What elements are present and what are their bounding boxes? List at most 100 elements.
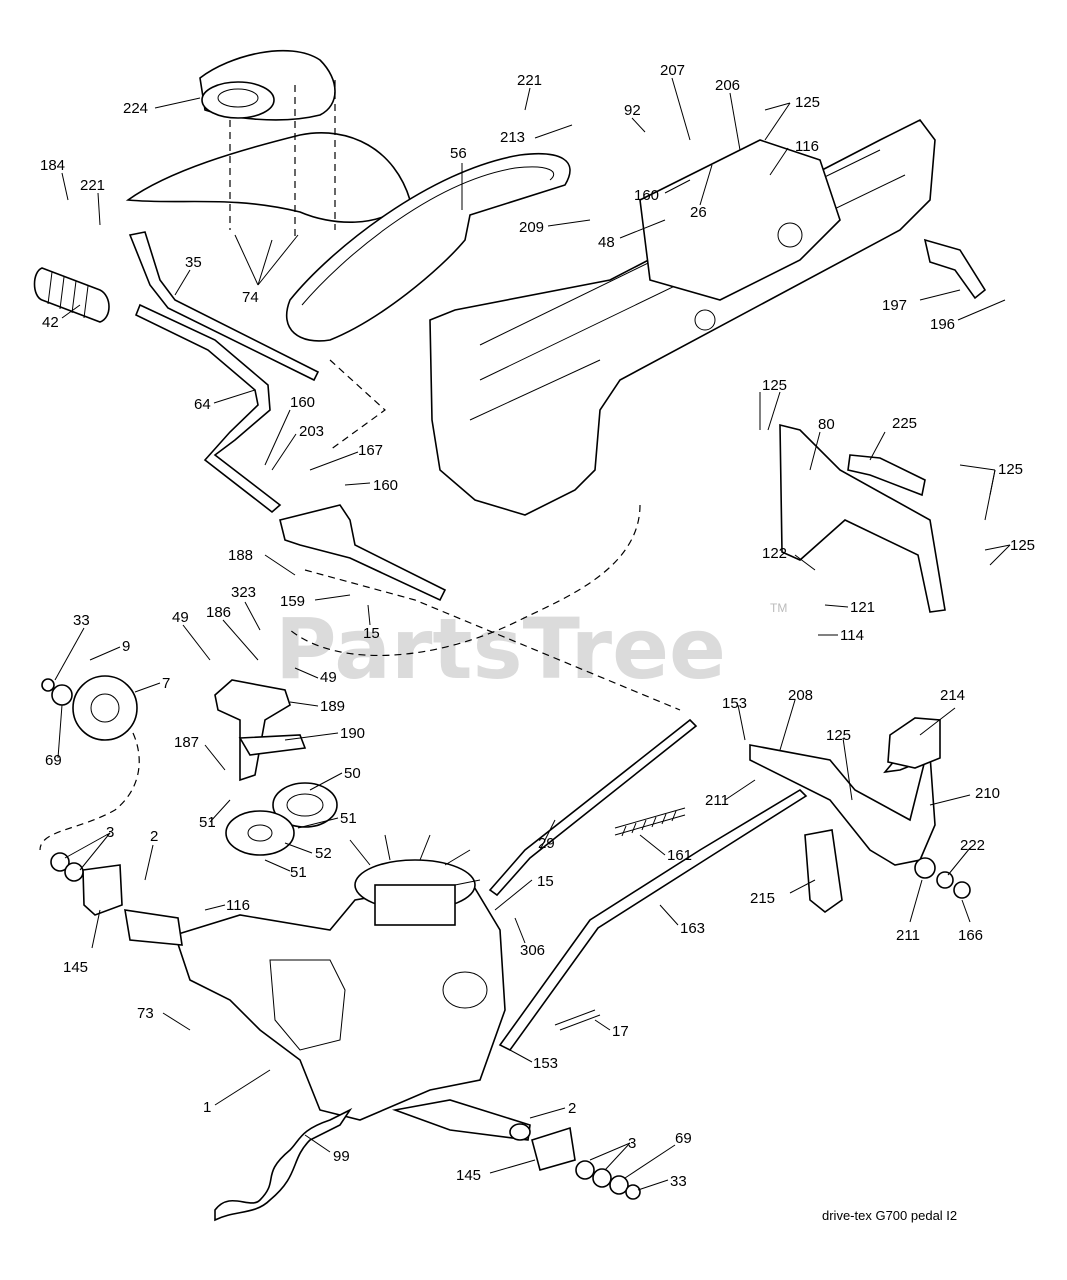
- washer-3-right-b: [592, 1168, 612, 1188]
- callout-145-left: 145: [63, 959, 88, 976]
- callout-323: 323: [231, 584, 256, 601]
- callout-49-a: 49: [172, 609, 189, 626]
- callout-203: 203: [299, 423, 324, 440]
- callout-74: 74: [242, 289, 259, 306]
- bracket-225: [847, 454, 926, 497]
- callout-196: 196: [930, 316, 955, 333]
- callout-64: 64: [194, 396, 211, 413]
- callout-197: 197: [882, 297, 907, 314]
- callout-161: 161: [667, 847, 692, 864]
- dashed-linkage-1: [329, 359, 386, 451]
- callout-208: 208: [788, 687, 813, 704]
- dashed-linkage-3: [289, 504, 641, 657]
- pedal-pad-215: [804, 829, 843, 914]
- washer-211: [914, 857, 936, 879]
- callout-122: 122: [762, 545, 787, 562]
- callout-125-pedal: 125: [826, 727, 851, 744]
- transaxle-1: [124, 879, 531, 1141]
- leader-lines: [54, 77, 1011, 1191]
- ring-33-left: [41, 678, 55, 692]
- callout-188: 188: [228, 547, 253, 564]
- callout-9: 9: [122, 638, 130, 655]
- callout-210: 210: [975, 785, 1000, 802]
- callout-125-right-a: 125: [998, 461, 1023, 478]
- callout-29: 29: [538, 835, 555, 852]
- callout-125-top: 125: [795, 94, 820, 111]
- callout-116-top: 116: [795, 138, 819, 155]
- callout-215: 215: [750, 890, 775, 907]
- bracket-145-left: [82, 864, 123, 916]
- callout-50: 50: [344, 765, 361, 782]
- ring-33-right: [625, 1184, 641, 1200]
- shift-lever-188: [279, 504, 447, 602]
- callout-17: 17: [612, 1023, 629, 1040]
- spring-161: [614, 807, 686, 837]
- callout-33-left: 33: [73, 612, 90, 629]
- callout-33-right: 33: [670, 1173, 687, 1190]
- callout-52: 52: [315, 845, 332, 862]
- washer-3-left-b: [64, 862, 84, 882]
- callout-26: 26: [690, 204, 707, 221]
- callout-116-lower: 116: [226, 897, 250, 914]
- callout-7: 7: [162, 675, 170, 692]
- callout-3-left: 3: [106, 824, 114, 841]
- callout-160-b: 160: [373, 477, 398, 494]
- watermark: PartsTree: [275, 600, 726, 698]
- callout-92: 92: [624, 102, 641, 119]
- callout-3-right: 3: [628, 1135, 636, 1152]
- callout-121: 121: [850, 599, 875, 616]
- steering-grip-42: [33, 267, 110, 323]
- callout-163: 163: [680, 920, 705, 937]
- callout-56: 56: [450, 145, 467, 162]
- hub-7: [72, 675, 138, 741]
- rod-35: [128, 231, 320, 382]
- rod-163: [498, 788, 808, 1052]
- pulley-52: [225, 810, 295, 856]
- callout-211-lower: 211: [896, 927, 920, 944]
- callout-160-top: 160: [634, 187, 659, 204]
- washer-69-right: [609, 1175, 629, 1195]
- callout-189: 189: [320, 698, 345, 715]
- spring-17: [554, 1009, 601, 1031]
- callout-209: 209: [519, 219, 544, 236]
- diagram-caption: drive-tex G700 pedal I2: [822, 1208, 957, 1223]
- callout-214: 214: [940, 687, 965, 704]
- dashed-linkage-4: [39, 732, 140, 851]
- bracket-145-right: [531, 1126, 576, 1171]
- callout-1: 1: [203, 1099, 211, 1116]
- callout-153-lower: 153: [533, 1055, 558, 1072]
- callout-15-upper: 15: [363, 625, 380, 642]
- callout-125-frame: 125: [762, 377, 787, 394]
- callout-48: 48: [598, 234, 615, 251]
- callout-206: 206: [715, 77, 740, 94]
- bracket-80: [779, 423, 946, 613]
- callout-80: 80: [818, 416, 835, 433]
- plate-190: [238, 734, 307, 756]
- callout-221: 221: [80, 177, 105, 194]
- rod-99: [214, 1107, 353, 1222]
- pulley-50: [272, 782, 338, 828]
- callout-69-left: 69: [45, 752, 62, 769]
- shift-rod-64: [134, 303, 282, 514]
- washer-3-right-a: [575, 1160, 595, 1180]
- callout-labels: 224 184 221 74 35 42 64 221 213 56 207 9…: [40, 62, 1035, 1190]
- washer-3-left-a: [50, 852, 70, 872]
- callout-73: 73: [137, 1005, 154, 1022]
- callout-114: 114: [840, 627, 864, 644]
- callout-51-b: 51: [340, 810, 357, 827]
- callout-222: 222: [960, 837, 985, 854]
- callout-2-right: 2: [568, 1100, 576, 1117]
- washer-69-left: [51, 684, 73, 706]
- callout-184: 184: [40, 157, 65, 174]
- ring-166: [953, 881, 971, 899]
- callout-166: 166: [958, 927, 983, 944]
- callout-51-a: 51: [199, 814, 216, 831]
- callout-51-c: 51: [290, 864, 307, 881]
- callout-213: 213: [500, 129, 525, 146]
- callout-145-right: 145: [456, 1167, 481, 1184]
- callout-35: 35: [185, 254, 202, 271]
- callout-99: 99: [333, 1148, 350, 1165]
- callout-186: 186: [206, 604, 231, 621]
- callout-15-lower: 15: [537, 873, 554, 890]
